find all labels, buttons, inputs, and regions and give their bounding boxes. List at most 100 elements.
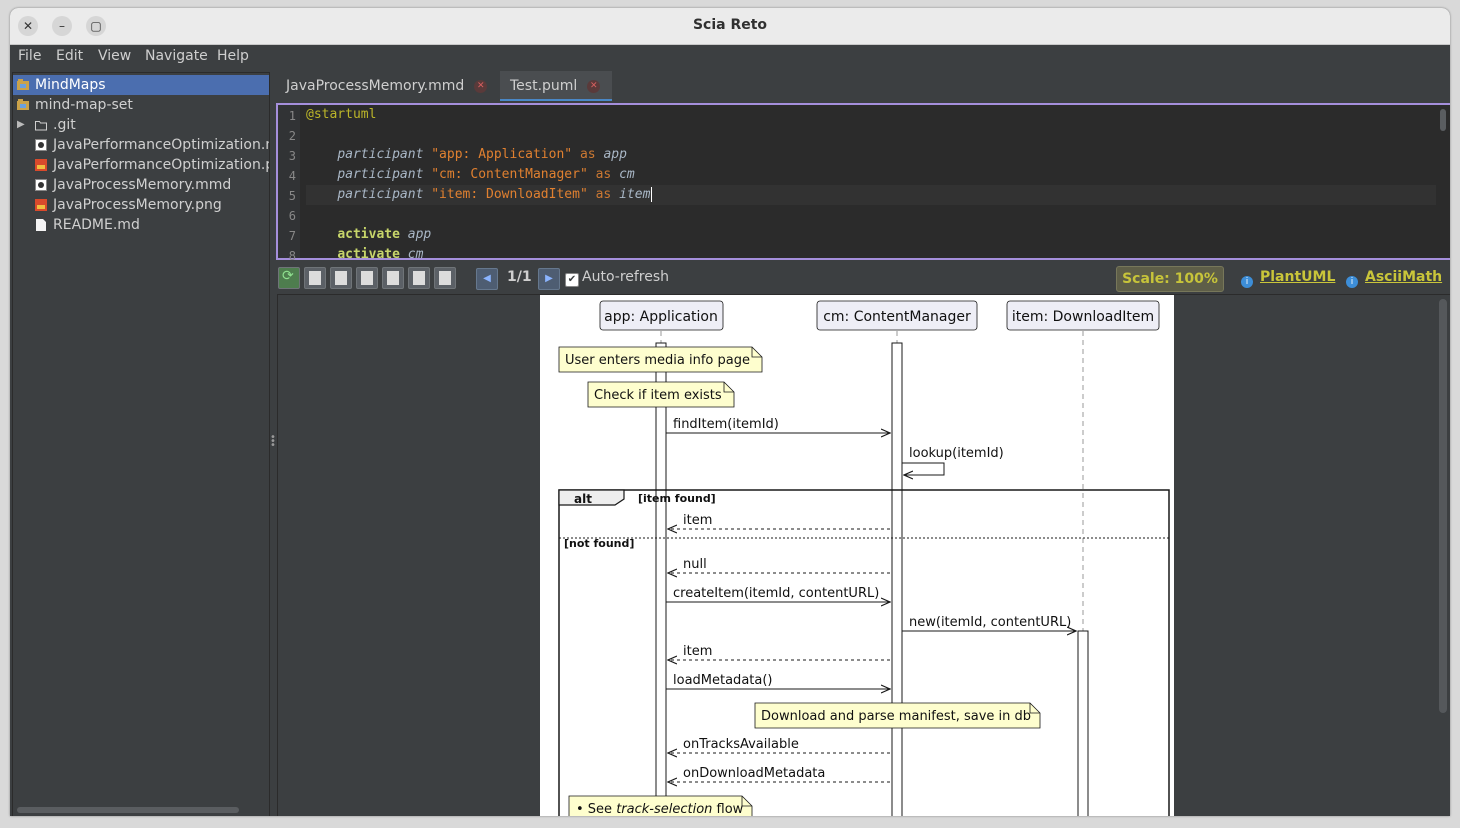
copy-source-button[interactable]	[408, 267, 430, 289]
tree-item-file[interactable]: JavaProcessMemory.png	[13, 195, 269, 215]
participant-app: app: Application	[599, 300, 724, 331]
close-tab-icon[interactable]: ✕	[474, 79, 488, 93]
svg-text:alt: alt	[574, 492, 592, 506]
maximize-window-button[interactable]: ▢	[86, 16, 106, 36]
close-tab-icon[interactable]: ✕	[587, 79, 601, 93]
code-token: participant	[337, 167, 424, 182]
diagram-preview[interactable]: app: Application cm: ContentManager item…	[277, 294, 1450, 816]
prev-page-button[interactable]: ◀	[476, 268, 498, 290]
svg-text:cm: ContentManager: cm: ContentManager	[823, 309, 971, 325]
tree-item-mindmaps[interactable]: MindMaps	[13, 75, 269, 95]
code-token: activate	[337, 247, 400, 262]
auto-refresh-checkbox[interactable]: ✔	[565, 273, 579, 287]
project-icon	[17, 79, 29, 90]
plantuml-link[interactable]: PlantUML	[1260, 269, 1336, 285]
splitter-handle[interactable]: •••	[270, 432, 276, 451]
self-message-arrow	[902, 462, 945, 475]
tree-item-file[interactable]: JavaPerformanceOptimization.mmd	[13, 135, 269, 155]
app-window: ✕ – ▢ Scia Reto File Edit View Navigate …	[10, 8, 1450, 816]
menu-help[interactable]: Help	[217, 48, 249, 64]
print-button[interactable]	[434, 267, 456, 289]
code-token: item	[619, 187, 651, 202]
line-number: 8	[288, 249, 296, 263]
svg-text:Download and parse manifest, s: Download and parse manifest, save in db	[761, 709, 1031, 724]
project-tree: MindMaps mind-map-set ▶ .git JavaPerform…	[12, 72, 270, 816]
code-token	[588, 167, 596, 182]
expand-arrow-icon[interactable]: ▶	[17, 119, 25, 130]
message-label: createItem(itemId, contentURL)	[673, 586, 879, 601]
code-token	[400, 247, 408, 262]
tree-item-mind-map-set[interactable]: mind-map-set	[13, 95, 269, 115]
note-check-item: Check if item exists	[587, 381, 735, 408]
line-number: 1	[288, 109, 296, 123]
tree-item-file[interactable]: JavaProcessMemory.mmd	[13, 175, 269, 195]
code-line[interactable]: activate cm	[306, 245, 423, 265]
code-token: cm	[407, 247, 424, 262]
code-token	[306, 167, 337, 182]
scale-indicator[interactable]: Scale: 100%	[1116, 266, 1224, 292]
export-button[interactable]	[304, 267, 326, 289]
next-page-button[interactable]: ▶	[538, 268, 560, 290]
line-number: 4	[288, 169, 296, 183]
code-line[interactable]: participant "item: DownloadItem" as item	[306, 185, 1436, 205]
code-token	[588, 187, 596, 202]
code-token: activate	[337, 227, 400, 242]
code-line[interactable]: @startuml	[306, 105, 376, 125]
participant-item: item: DownloadItem	[1006, 300, 1160, 331]
svg-text:Check if item exists: Check if item exists	[594, 388, 722, 403]
close-window-button[interactable]: ✕	[18, 16, 38, 36]
sidebar-horizontal-scrollbar[interactable]	[17, 807, 239, 813]
message-label: onDownloadMetadata	[683, 766, 825, 781]
copy-svg-button[interactable]	[382, 267, 404, 289]
line-number: 3	[288, 149, 296, 163]
tab-javaprocessmemory[interactable]: JavaProcessMemory.mmd✕	[286, 71, 500, 101]
message-label: loadMetadata()	[673, 673, 773, 688]
minimize-window-button[interactable]: –	[52, 16, 72, 36]
window-title: Scia Reto	[692, 17, 768, 33]
copy-image-button[interactable]	[330, 267, 352, 289]
menu-edit[interactable]: Edit	[56, 48, 84, 64]
info-icon: i	[1346, 271, 1364, 290]
code-token	[611, 187, 619, 202]
code-line[interactable]: participant "app: Application" as app	[306, 145, 627, 165]
line-number-gutter: 1 2 3 4 5 6 7 8	[278, 105, 300, 263]
folder-icon	[35, 121, 47, 131]
tree-item-git[interactable]: ▶ .git	[17, 117, 76, 133]
svg-text:app: Application: app: Application	[604, 309, 718, 325]
menu-view[interactable]: View	[98, 48, 132, 64]
text-file-icon	[36, 219, 46, 231]
image-file-icon	[35, 159, 47, 171]
image-file-icon	[35, 199, 47, 211]
menu-file[interactable]: File	[18, 48, 42, 64]
tree-item-file[interactable]: JavaPerformanceOptimization.png	[13, 155, 269, 175]
code-token: participant	[337, 187, 424, 202]
asciimath-link[interactable]: AsciiMath	[1365, 269, 1443, 285]
text-caret	[651, 187, 653, 202]
line-number: 5	[288, 189, 296, 203]
menu-navigate[interactable]: Navigate	[145, 48, 208, 64]
code-token: @startuml	[306, 107, 377, 122]
code-token: cm	[619, 167, 635, 182]
message-label: onTracksAvailable	[683, 737, 799, 752]
activation-app	[655, 342, 667, 816]
code-line[interactable]: participant "cm: ContentManager" as cm	[306, 165, 635, 185]
code-editor[interactable]: 1 2 3 4 5 6 7 8 @startuml participant "a…	[276, 103, 1450, 263]
message-label: findItem(itemId)	[673, 417, 779, 432]
editor-scrollbar[interactable]	[1440, 109, 1446, 131]
menu-bar: File Edit View Navigate Help	[10, 45, 1450, 69]
copy-icon	[335, 271, 347, 285]
code-token: app	[603, 147, 627, 162]
refresh-button[interactable]: ⟳	[278, 267, 300, 289]
tab-test-puml[interactable]: Test.puml✕	[500, 71, 612, 101]
code-token	[306, 147, 337, 162]
code-line[interactable]: activate app	[306, 225, 431, 245]
line-number: 7	[288, 229, 296, 243]
preview-scrollbar[interactable]	[1439, 299, 1447, 713]
code-token: app	[407, 227, 432, 242]
page-indicator: 1/1	[507, 269, 532, 285]
tree-item-file[interactable]: README.md	[13, 215, 269, 235]
copy-ascii-button[interactable]	[356, 267, 378, 289]
message-label: new(itemId, contentURL)	[909, 615, 1071, 630]
svg-icon	[387, 271, 399, 285]
alt-fragment: alt [item found] [not found]	[558, 489, 1170, 816]
